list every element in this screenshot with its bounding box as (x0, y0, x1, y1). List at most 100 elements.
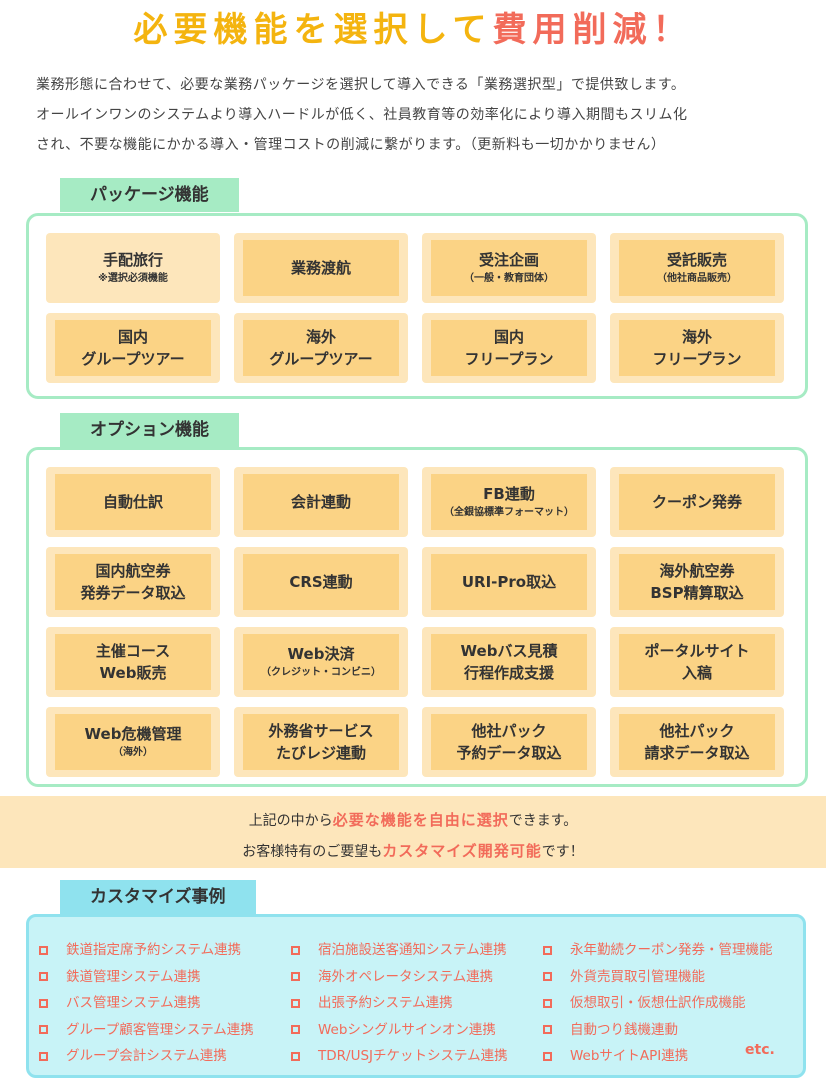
feature-card-label: フリープラン (464, 350, 554, 368)
feature-card-label: 業務渡航 (290, 259, 351, 277)
feature-card-label: 主催コース (95, 642, 171, 660)
feature-card-label: 国内航空券 (95, 562, 171, 580)
square-bullet-icon (39, 945, 48, 955)
feature-card-body: 国内フリープラン (431, 320, 587, 376)
feature-card-body: 国内グループツアー (55, 320, 211, 376)
feature-card-body: 業務渡航 (243, 240, 399, 296)
feature-card-label: 他社パック (471, 722, 547, 740)
custom-example-item: 宿泊施設送客通知システム連携 (291, 937, 508, 964)
custom-example-item: グループ会計システム連携 (39, 1043, 254, 1070)
feature-card-label: FB連動 (483, 485, 535, 503)
feature-card-label: 会計連動 (290, 493, 351, 511)
feature-card-label: グループツアー (269, 350, 373, 368)
feature-card: ポータルサイト入稿 (610, 627, 784, 697)
feature-card-label: 海外航空券 (659, 562, 735, 580)
page-title: 必要機能を選択して費用削減！ (0, 8, 826, 52)
feature-card-label: 海外 (305, 328, 336, 346)
feature-card: Webバス見積行程作成支援 (422, 627, 596, 697)
custom-example-label: 鉄道管理システム連携 (66, 968, 201, 985)
square-bullet-icon (291, 1025, 300, 1035)
custom-example-item: 仮想取引・仮想仕訳作成機能 (543, 990, 773, 1017)
feature-card-label: 請求データ取込 (644, 744, 750, 762)
square-bullet-icon (543, 945, 552, 955)
square-bullet-icon (291, 972, 300, 982)
feature-card-body: 海外グループツアー (243, 320, 399, 376)
feature-card: 国内フリープラン (422, 313, 596, 383)
option-heading: オプション機能 (60, 413, 239, 447)
custom-column-3: 永年勤続クーポン発券・管理機能外貨売買取引管理機能仮想取引・仮想仕訳作成機能自動… (543, 937, 773, 1070)
feature-card: 自動仕訳 (46, 467, 220, 537)
feature-card: 海外フリープラン (610, 313, 784, 383)
feature-card-label: 自動仕訳 (102, 493, 163, 511)
feature-card: CRS連動 (234, 547, 408, 617)
custom-example-item: グループ顧客管理システム連携 (39, 1017, 254, 1044)
feature-card-label: 受注企画 (478, 251, 539, 269)
square-bullet-icon (39, 998, 48, 1008)
feature-card-label: URI-Pro取込 (461, 573, 557, 591)
package-heading: パッケージ機能 (60, 178, 239, 212)
custom-example-label: グループ会計システム連携 (66, 1048, 227, 1064)
feature-card-body: クーポン発券 (619, 474, 775, 530)
feature-card-note: ※選択必須機能 (98, 273, 168, 284)
custom-example-item: 鉄道指定席予約システム連携 (39, 937, 254, 964)
intro-line: され、不要な機能にかかる導入・管理コストの削減に繋がります。（更新料も一切かかり… (36, 137, 666, 153)
feature-card-label: ポータルサイト (644, 642, 750, 660)
feature-card-label: 手配旅行 (102, 251, 163, 269)
feature-card-label: クーポン発券 (651, 493, 742, 511)
custom-example-item: TDR/USJチケットシステム連携 (291, 1043, 508, 1070)
feature-card-label: 発券データ取込 (80, 584, 186, 602)
intro-line: 業務形態に合わせて、必要な業務パッケージを選択して導入できる「業務選択型」で提供… (36, 77, 686, 93)
custom-example-item: WebサイトAPI連携 (543, 1043, 773, 1070)
feature-card-body: 他社パック予約データ取込 (431, 714, 587, 770)
feature-card: 外務省サービスたびレジ連動 (234, 707, 408, 777)
custom-example-label: 宿泊施設送客通知システム連携 (318, 942, 507, 958)
feature-card: 会計連動 (234, 467, 408, 537)
feature-card-label: 国内 (493, 328, 524, 346)
feature-card-body: ポータルサイト入稿 (619, 634, 775, 690)
feature-card: クーポン発券 (610, 467, 784, 537)
custom-example-label: Webシングルサインオン連携 (318, 1021, 496, 1038)
summary-text: お客様特有のご要望も (242, 844, 383, 860)
feature-card: Web危機管理（海外） (46, 707, 220, 777)
feature-card: 海外航空券 BSP精算取込 (610, 547, 784, 617)
custom-example-item: 自動つり銭機連動 (543, 1017, 773, 1044)
feature-card: FB連動 （全銀協標準フォーマット） (422, 467, 596, 537)
feature-card-label: Web販売 (99, 664, 167, 682)
feature-card: 国内グループツアー (46, 313, 220, 383)
feature-card-note: （全銀協標準フォーマット） (444, 507, 574, 518)
feature-card-body: 受注企画 （一般・教育団体） (431, 240, 587, 296)
title-accent: 費用削減！ (492, 10, 693, 50)
custom-example-label: グループ顧客管理システム連携 (66, 1021, 254, 1038)
feature-card-label: 受託販売 (666, 251, 727, 269)
summary-text: 上記の中から (248, 813, 333, 829)
summary-highlight: カスタマイズ開発可能 (382, 842, 542, 860)
square-bullet-icon (291, 945, 300, 955)
feature-card-body: 自動仕訳 (55, 474, 211, 530)
feature-card-body: 受託販売 （他社商品販売） (619, 240, 775, 296)
intro-line: オールインワンのシステムより導入ハードルが低く、社員教育等の効率化により導入期間… (36, 107, 688, 123)
square-bullet-icon (543, 998, 552, 1008)
feature-card: 業務渡航 (234, 233, 408, 303)
option-grid: 自動仕訳 会計連動 FB連動 （全銀協標準フォーマット） クーポン発券国内航空券発券デー… (46, 467, 784, 777)
feature-card-body: 海外航空券 BSP精算取込 (619, 554, 775, 610)
feature-card-note: （他社商品販売） (657, 273, 737, 284)
feature-card-note: （クレジット・コンビニ） (261, 667, 381, 678)
custom-example-label: 仮想取引・仮想仕訳作成機能 (570, 995, 746, 1011)
feature-card-body: 会計連動 (243, 474, 399, 530)
square-bullet-icon (543, 1025, 552, 1035)
feature-card-body: 外務省サービスたびレジ連動 (243, 714, 399, 770)
square-bullet-icon (39, 1051, 48, 1061)
feature-card-note: （一般・教育団体） (464, 273, 554, 284)
feature-card: 受託販売 （他社商品販売） (610, 233, 784, 303)
feature-card-label: 予約データ取込 (456, 744, 562, 762)
intro-text: 業務形態に合わせて、必要な業務パッケージを選択して導入できる「業務選択型」で提供… (36, 70, 796, 160)
feature-card-label: BSP精算取込 (650, 584, 744, 602)
custom-example-label: TDR/USJチケットシステム連携 (318, 1048, 508, 1064)
feature-card-body: Web危機管理（海外） (55, 714, 211, 770)
square-bullet-icon (291, 998, 300, 1008)
feature-card-body: FB連動 （全銀協標準フォーマット） (431, 474, 587, 530)
feature-card: 手配旅行 ※選択必須機能 (46, 233, 220, 303)
title-main: 必要機能を選択して (133, 10, 493, 50)
feature-card-label: グループツアー (81, 350, 185, 368)
